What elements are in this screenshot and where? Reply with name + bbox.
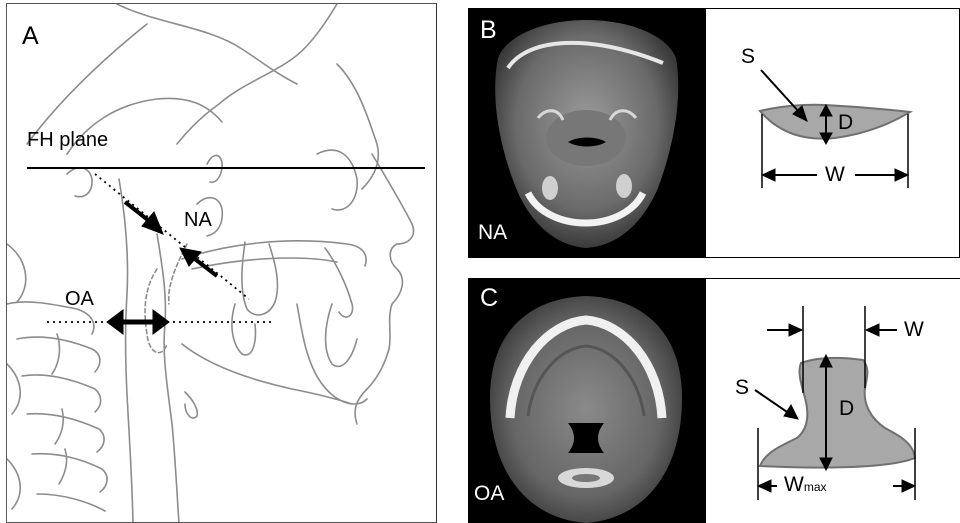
- oa-max-width-label: Wmax: [784, 474, 827, 495]
- oa-airway-schematic: [705, 278, 960, 523]
- panel-a-cephalogram: A FH plane NA OA: [6, 3, 437, 523]
- panel-c-letter: C: [480, 286, 498, 311]
- cephalometric-tracing: [7, 4, 437, 523]
- oa-max-width-main: W: [784, 473, 804, 496]
- na-width-label: W: [825, 164, 845, 185]
- oa-double-arrow: [107, 310, 169, 334]
- na-airway-shape: [760, 105, 910, 139]
- oa-airway-shape: [760, 358, 915, 468]
- oa-scan-label: OA: [474, 483, 504, 504]
- panel-b-letter: B: [480, 18, 497, 43]
- na-depth-label: D: [838, 112, 853, 133]
- oa-max-width-subscript: max: [804, 480, 827, 494]
- panel-c-schematic: W D S Wmax: [705, 278, 960, 523]
- oa-min-width-label: W: [904, 319, 924, 340]
- na-scan-label: NA: [478, 222, 507, 243]
- na-arrow-upper: [125, 202, 163, 234]
- panel-b-ct-scan: B NA: [468, 8, 705, 258]
- oa-shape-label: S: [735, 377, 749, 398]
- oa-shape-pointer: [755, 390, 798, 419]
- na-label: NA: [184, 210, 212, 230]
- oa-max-width-arrow: [758, 480, 915, 492]
- panel-a-letter: A: [22, 24, 39, 49]
- oa-min-width-arrows: [767, 324, 897, 336]
- oa-depth-label: D: [839, 398, 854, 419]
- panel-c-ct-scan: C OA: [468, 278, 705, 523]
- panel-b-schematic: S D W: [705, 8, 960, 258]
- na-arrow-lower: [180, 248, 217, 276]
- na-shape-label: S: [741, 46, 755, 67]
- oa-label: OA: [65, 289, 94, 309]
- fh-plane-label: FH plane: [27, 130, 108, 150]
